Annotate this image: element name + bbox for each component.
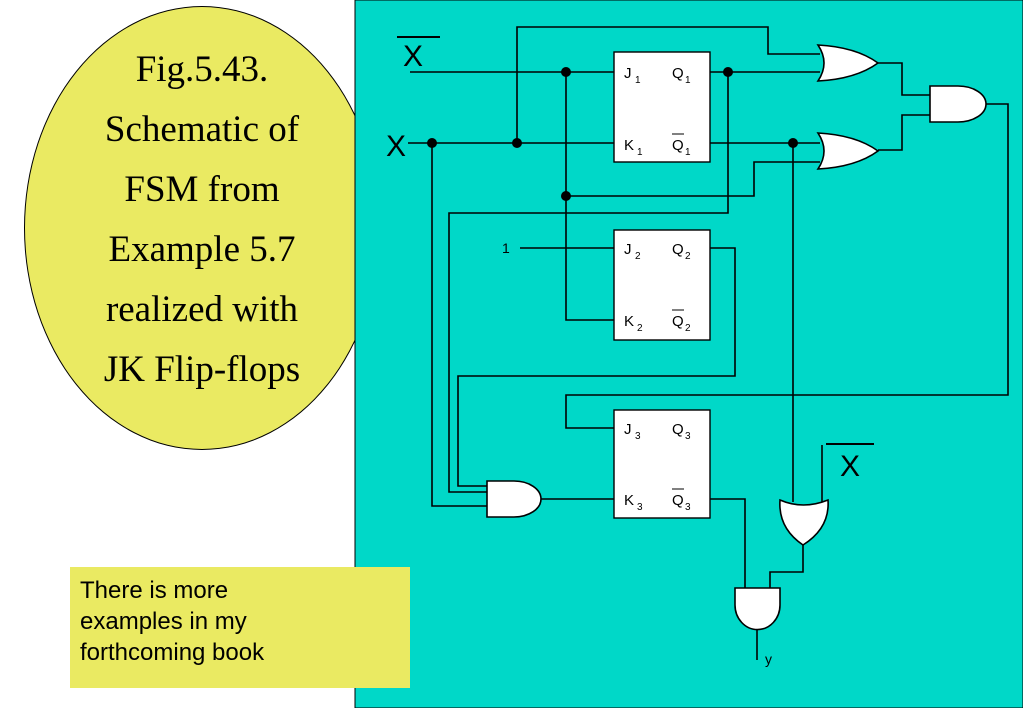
ff2-j-label: J <box>624 241 632 258</box>
ff2-q-label: Q <box>672 241 684 258</box>
title-ellipse <box>24 6 380 450</box>
or-gate-1 <box>816 44 880 82</box>
or-gate-2 <box>816 132 880 170</box>
ff3-k-label: K <box>624 492 634 509</box>
wires <box>408 26 1009 660</box>
ff3-q-label: Q <box>672 421 684 438</box>
svg-text:1: 1 <box>637 147 643 158</box>
junction-dots <box>427 67 798 201</box>
ff1-qbar-label: Q <box>672 137 684 154</box>
flip-flop-3: J 3 Q 3 K 3 Q 3 <box>613 409 711 519</box>
svg-text:2: 2 <box>685 251 691 262</box>
ff1-j-label: J <box>624 65 632 82</box>
ff1-k-label: K <box>624 137 634 154</box>
and-gate-main <box>929 85 987 123</box>
svg-text:2: 2 <box>635 251 641 262</box>
svg-text:1: 1 <box>635 75 641 86</box>
or-gate-lower <box>779 498 829 546</box>
ff3-j-label: J <box>624 421 632 438</box>
input-x-label: X <box>386 130 406 163</box>
ff2-k-label: K <box>624 313 634 330</box>
input-x-bar-label: X <box>403 40 423 73</box>
output-y-label: y <box>765 651 772 667</box>
ff3-qbar-label: Q <box>672 492 684 509</box>
svg-text:3: 3 <box>685 502 691 513</box>
svg-text:3: 3 <box>685 431 691 442</box>
flip-flop-2: J 2 Q 2 K 2 Q 2 <box>613 229 711 341</box>
input-one-label: 1 <box>502 240 510 256</box>
svg-text:2: 2 <box>637 323 643 334</box>
and-gate-output <box>734 587 781 631</box>
note-box: There is more examples in my forthcoming… <box>70 567 410 688</box>
ff2-qbar-label: Q <box>672 313 684 330</box>
ff1-q-label: Q <box>672 65 684 82</box>
svg-text:1: 1 <box>685 75 691 86</box>
svg-text:3: 3 <box>635 431 641 442</box>
and-gate-k3 <box>486 480 542 518</box>
svg-text:1: 1 <box>685 147 691 158</box>
input-x-bar-lower-label: X <box>840 450 860 483</box>
figure-title: Fig.5.43. Schematic of FSM from Example … <box>103 49 301 390</box>
svg-text:3: 3 <box>637 502 643 513</box>
svg-text:2: 2 <box>685 323 691 334</box>
flip-flop-1: J 1 Q 1 K 1 Q 1 <box>613 51 711 163</box>
